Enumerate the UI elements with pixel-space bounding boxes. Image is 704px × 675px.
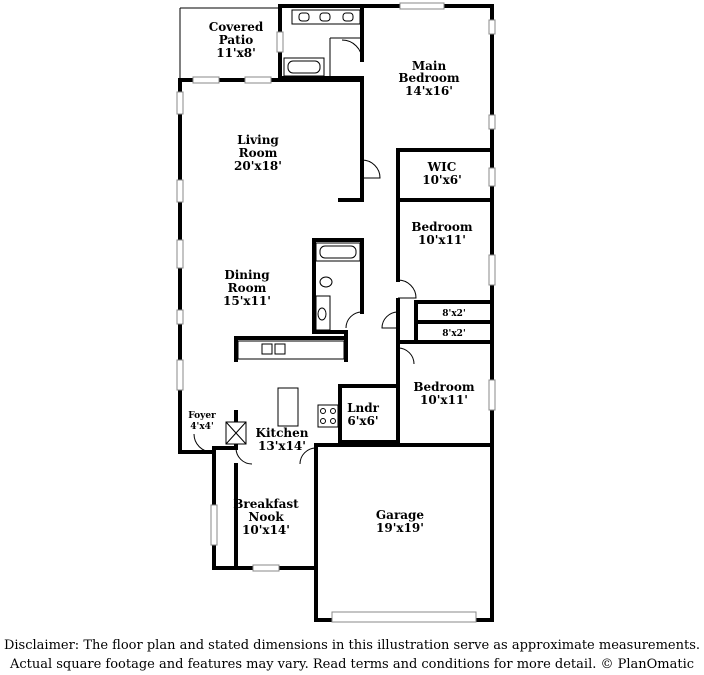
svg-text:Living: Living <box>237 133 279 147</box>
svg-text:Room: Room <box>239 146 278 160</box>
door-swings <box>193 39 417 465</box>
svg-text:15'x11': 15'x11' <box>223 294 271 308</box>
svg-text:Bedroom: Bedroom <box>413 380 474 394</box>
svg-text:Lndr: Lndr <box>347 401 380 415</box>
room-label-wic: WIC 10'x6' <box>422 160 462 187</box>
room-label-living-room: Living Room 20'x18' <box>234 133 282 173</box>
svg-text:14'x16': 14'x16' <box>405 84 453 98</box>
room-label-closet-2: 8'x2' <box>442 329 465 339</box>
svg-text:WIC: WIC <box>427 160 457 174</box>
disclaimer-line-1: Disclaimer: The floor plan and stated di… <box>3 638 701 653</box>
covered-patio-outline <box>179 7 280 78</box>
room-label-main-bedroom: Main Bedroom 14'x16' <box>398 59 459 98</box>
svg-text:Foyer: Foyer <box>188 411 216 421</box>
svg-text:10'x11': 10'x11' <box>420 393 468 407</box>
svg-text:Bedroom: Bedroom <box>411 220 472 234</box>
windows <box>176 2 496 623</box>
svg-text:Kitchen: Kitchen <box>256 426 309 440</box>
svg-text:Room: Room <box>228 281 267 295</box>
room-label-dining-room: Dining Room 15'x11' <box>223 268 271 308</box>
svg-text:6'x6': 6'x6' <box>347 414 378 428</box>
room-label-closet-1: 8'x2' <box>442 309 465 319</box>
disclaimer-line-2: Actual square footage and features may v… <box>9 657 695 672</box>
svg-text:11'x8': 11'x8' <box>216 46 256 60</box>
room-label-kitchen: Kitchen 13'x14' <box>256 426 309 453</box>
svg-text:13'x14': 13'x14' <box>258 439 306 453</box>
svg-text:Nook: Nook <box>248 510 284 524</box>
svg-text:4'x4': 4'x4' <box>190 422 213 432</box>
room-label-bedroom-3: Bedroom 10'x11' <box>413 380 474 407</box>
svg-text:Breakfast: Breakfast <box>233 497 299 511</box>
interior-walls <box>212 4 494 570</box>
fixtures <box>225 9 361 445</box>
svg-text:Main: Main <box>412 59 447 73</box>
room-label-foyer: Foyer 4'x4' <box>188 411 216 432</box>
room-label-bedroom-2: Bedroom 10'x11' <box>411 220 472 247</box>
svg-text:Dining: Dining <box>224 268 270 282</box>
svg-text:8'x2': 8'x2' <box>442 329 465 339</box>
room-label-laundry: Lndr 6'x6' <box>347 401 380 428</box>
svg-text:Garage: Garage <box>376 508 425 522</box>
room-label-breakfast-nook: Breakfast Nook 10'x14' <box>233 497 299 537</box>
svg-text:8'x2': 8'x2' <box>442 309 465 319</box>
svg-text:Bedroom: Bedroom <box>398 71 459 85</box>
svg-text:10'x14': 10'x14' <box>242 523 290 537</box>
room-label-covered-patio: Covered Patio 11'x8' <box>209 20 264 60</box>
disclaimer: Disclaimer: The floor plan and stated di… <box>0 636 704 674</box>
svg-text:20'x18': 20'x18' <box>234 159 282 173</box>
svg-text:10'x11': 10'x11' <box>418 233 466 247</box>
svg-text:Patio: Patio <box>219 33 254 47</box>
svg-text:10'x6': 10'x6' <box>422 173 462 187</box>
room-label-garage: Garage 19'x19' <box>376 508 425 535</box>
svg-text:Covered: Covered <box>209 20 264 34</box>
svg-text:19'x19': 19'x19' <box>376 521 424 535</box>
